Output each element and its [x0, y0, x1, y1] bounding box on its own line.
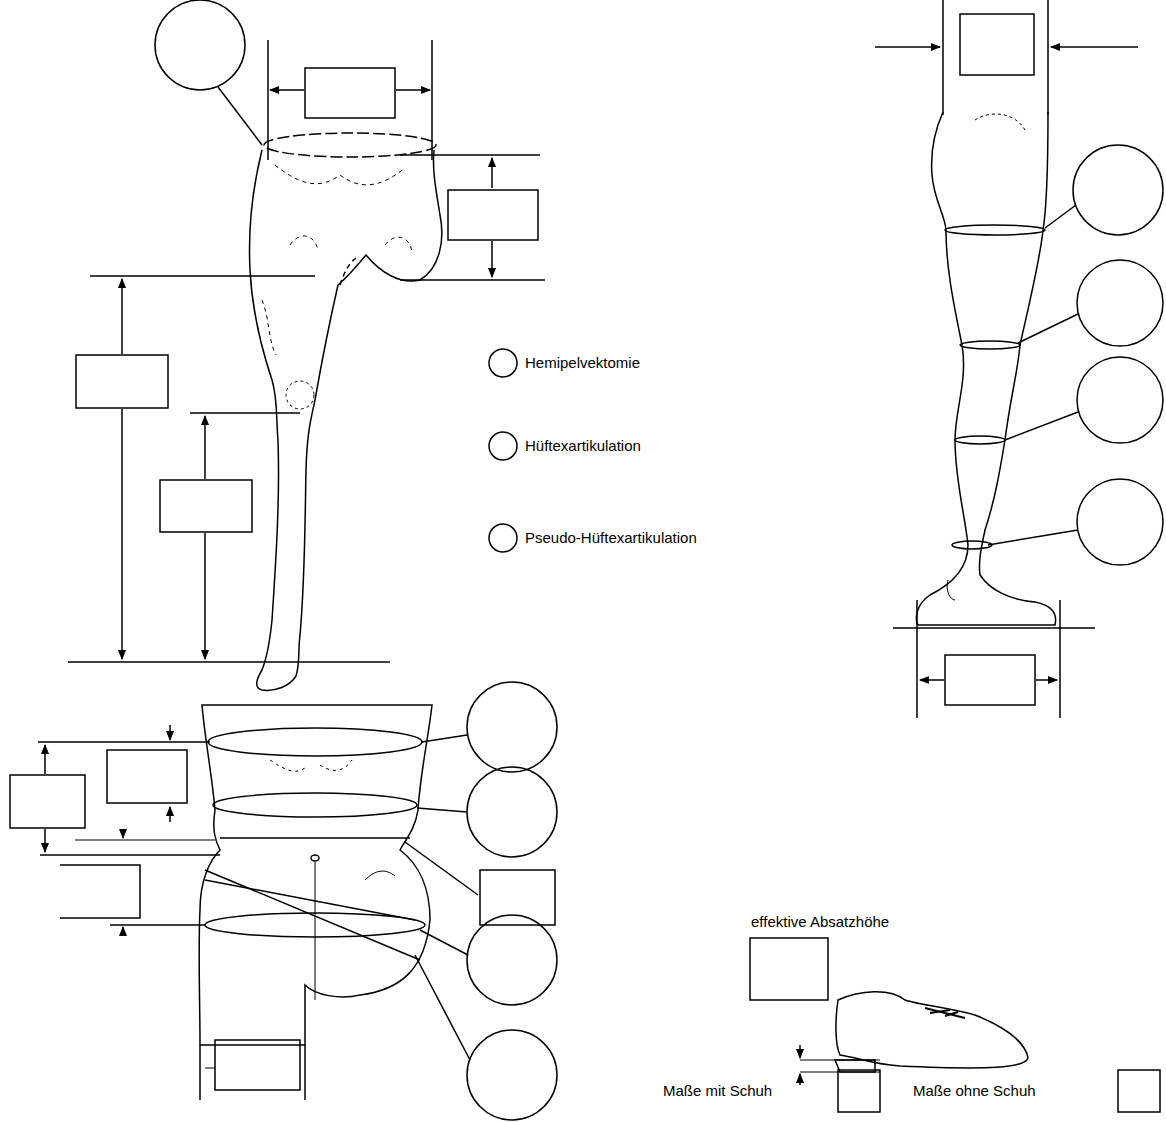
legend-swatch	[489, 524, 517, 552]
legend-entry-text: Hemipelvektomie	[524, 354, 641, 371]
heel-height-label: effektive Absatzhöhe	[750, 913, 890, 931]
with-shoe-label: Maße mit Schuh	[662, 1082, 773, 1100]
without-shoe-label: Maße ohne Schuh	[912, 1082, 1037, 1100]
legend-swatch	[489, 432, 517, 460]
without-shoe-label-text: Maße ohne Schuh	[912, 1082, 1037, 1099]
legend-entry-text: Pseudo-Hüftexartikulation	[524, 529, 698, 546]
with-shoe-label-text: Maße mit Schuh	[662, 1082, 773, 1099]
legend-entry-text: Hüftexartikulation	[524, 437, 642, 454]
legend-swatch	[489, 349, 517, 377]
legend-entry: Hüftexartikulation	[524, 437, 642, 455]
legend-entry: Hemipelvektomie	[524, 354, 641, 372]
heel-height-label-text: effektive Absatzhöhe	[750, 913, 890, 930]
legend-entry: Pseudo-Hüftexartikulation	[524, 529, 698, 547]
